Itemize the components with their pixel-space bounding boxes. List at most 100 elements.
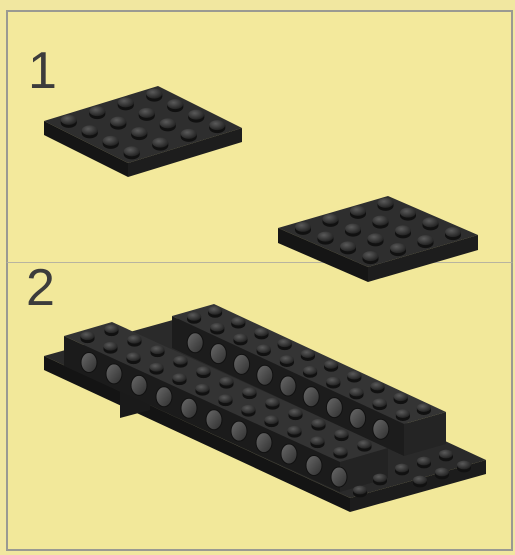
stud	[89, 106, 105, 116]
stud	[371, 382, 385, 391]
stud	[197, 366, 211, 375]
stud	[173, 373, 187, 382]
stud	[435, 468, 449, 477]
technic-hole	[187, 333, 203, 353]
stud	[210, 323, 224, 332]
stud	[311, 436, 325, 445]
stud	[280, 355, 294, 364]
technic-hole	[181, 398, 197, 418]
stud	[289, 408, 303, 417]
technic-hole	[256, 433, 272, 453]
stud	[303, 366, 317, 375]
stud	[400, 208, 416, 218]
technic-hole	[156, 387, 172, 407]
stud	[151, 345, 165, 354]
stud	[131, 127, 147, 137]
stud	[196, 384, 210, 393]
stud	[390, 243, 406, 253]
technic-hole	[373, 419, 389, 439]
technic-hole	[350, 408, 366, 428]
stud	[174, 356, 188, 365]
stud	[82, 125, 98, 135]
stud	[124, 146, 140, 156]
stud	[243, 387, 257, 396]
stud	[278, 338, 292, 347]
stud	[335, 429, 349, 438]
stud	[395, 225, 411, 235]
stud	[220, 377, 234, 386]
stud	[445, 227, 461, 237]
stud	[219, 394, 233, 403]
stud	[350, 388, 364, 397]
technic-hole	[306, 456, 322, 476]
stud	[231, 317, 245, 326]
plate-4x4-b	[278, 196, 478, 282]
stud	[363, 251, 379, 261]
technic-hole	[257, 365, 273, 385]
stud	[103, 136, 119, 146]
stud	[257, 344, 271, 353]
stud	[208, 306, 222, 315]
stud	[358, 440, 372, 449]
stud	[395, 464, 409, 473]
stud	[413, 476, 427, 485]
stud	[417, 457, 431, 466]
stud	[61, 115, 77, 125]
stud	[160, 118, 176, 128]
stud	[396, 409, 410, 418]
stud	[340, 241, 356, 251]
stud	[439, 450, 453, 459]
stud	[118, 97, 134, 107]
stud	[288, 426, 302, 435]
stud	[266, 398, 280, 407]
stud	[150, 363, 164, 372]
stud	[394, 392, 408, 401]
stud	[187, 312, 201, 321]
stud	[295, 222, 311, 232]
stud	[209, 120, 225, 130]
stud	[312, 419, 326, 428]
stud	[373, 474, 387, 483]
stud	[181, 129, 197, 139]
stud	[128, 335, 142, 344]
technic-hole	[281, 444, 297, 464]
stud	[423, 217, 439, 227]
stud	[345, 224, 361, 234]
stud	[265, 415, 279, 424]
stud	[368, 233, 384, 243]
technic-hole	[234, 354, 250, 374]
stud	[417, 403, 431, 412]
stud	[105, 324, 119, 333]
technic-hole	[303, 387, 319, 407]
stud	[242, 405, 256, 414]
stud	[146, 89, 162, 99]
stud	[104, 342, 118, 351]
stud	[373, 398, 387, 407]
stud	[323, 214, 339, 224]
stud	[152, 138, 168, 148]
stud	[334, 447, 348, 456]
stud	[234, 334, 248, 343]
stud	[139, 108, 155, 118]
stud	[350, 206, 366, 216]
stud	[167, 99, 183, 109]
stud	[418, 235, 434, 245]
technic-hole	[210, 344, 226, 364]
stud	[127, 352, 141, 361]
stud	[457, 461, 471, 470]
stud	[81, 331, 95, 340]
stud	[255, 328, 269, 337]
stud	[188, 110, 204, 120]
stud	[378, 198, 394, 208]
stud	[301, 349, 315, 358]
stud	[324, 360, 338, 369]
technic-hole	[131, 375, 147, 395]
technic-hole	[280, 376, 296, 396]
technic-hole	[331, 467, 347, 487]
technic-hole	[81, 352, 97, 372]
technic-hole	[231, 421, 247, 441]
stud	[110, 117, 126, 127]
technic-hole	[206, 410, 222, 430]
